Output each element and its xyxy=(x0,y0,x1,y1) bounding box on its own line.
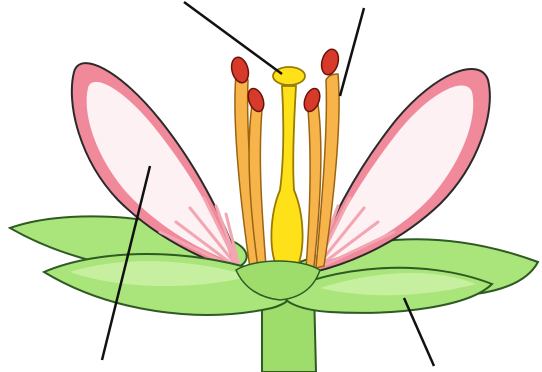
flower-diagram xyxy=(0,0,542,372)
flower-diagram-canvas xyxy=(0,0,542,372)
